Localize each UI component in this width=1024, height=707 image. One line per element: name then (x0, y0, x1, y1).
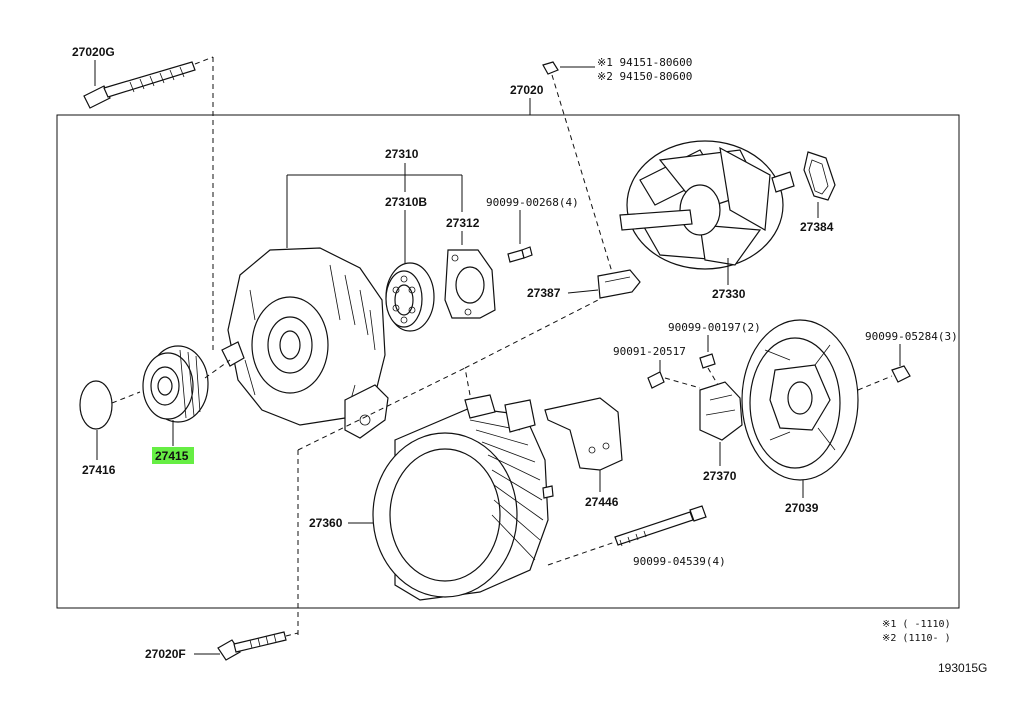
diagram-code: 193015G (938, 661, 987, 675)
part-label-27310[interactable]: 27310 (385, 147, 419, 161)
bolt-27020f-icon[interactable] (217, 631, 287, 661)
regulator-27370-icon[interactable] (699, 381, 743, 441)
rotor-27330-icon[interactable] (619, 140, 795, 270)
part-label-27370[interactable]: 27370 (703, 469, 737, 483)
seal-27384-icon[interactable] (803, 151, 836, 201)
part-label-27384[interactable]: 27384 (800, 220, 834, 234)
bearing-27310b-icon[interactable] (385, 262, 435, 332)
stator-27360-icon[interactable] (372, 394, 554, 601)
part-label-27387[interactable]: 27387 (527, 286, 561, 300)
part-label-27416[interactable]: 27416 (82, 463, 116, 477)
part-label-90091-20517[interactable]: 90091-20517 (613, 345, 686, 358)
part-label-94151[interactable]: ※1 94151-80600 (597, 56, 692, 69)
insulator-27387-icon[interactable] (597, 269, 641, 299)
nut-94151-icon[interactable] (542, 61, 559, 75)
part-label-90099-00197[interactable]: 90099-00197(2) (668, 321, 761, 334)
bolt-90091-20517-icon[interactable] (647, 371, 665, 389)
part-label-94150[interactable]: ※2 94150-80600 (597, 70, 692, 83)
assembly-frame (56, 114, 960, 609)
screw-90099-00268-icon[interactable] (507, 246, 533, 263)
drive-end-frame-icon[interactable] (221, 247, 389, 439)
part-label-27415[interactable]: 27415 (155, 449, 189, 463)
bolt-90099-04539-icon[interactable] (614, 505, 707, 547)
part-label-90099-05284[interactable]: 90099-05284(3) (865, 330, 958, 343)
part-label-27310b[interactable]: 27310B (385, 195, 427, 209)
cap-27416-icon[interactable] (79, 380, 113, 430)
note-2: ※2 (1110- ) (882, 633, 951, 644)
rear-cover-27039-icon[interactable] (741, 319, 859, 481)
part-label-90099-04539[interactable]: 90099-04539(4) (633, 555, 726, 568)
nut-90099-05284-icon[interactable] (891, 365, 911, 383)
part-label-27020[interactable]: 27020 (510, 83, 544, 97)
plate-27446-icon[interactable] (544, 397, 623, 471)
part-label-27020g[interactable]: 27020G (72, 45, 115, 59)
part-label-27020f[interactable]: 27020F (145, 647, 186, 661)
part-label-27312[interactable]: 27312 (446, 216, 480, 230)
part-label-27039[interactable]: 27039 (785, 501, 819, 515)
highlight-27415 (152, 447, 194, 464)
part-label-27446[interactable]: 27446 (585, 495, 619, 509)
screw-90099-00197-icon[interactable] (699, 353, 716, 369)
part-label-27360[interactable]: 27360 (309, 516, 343, 530)
pulley-27415-icon[interactable] (142, 345, 209, 423)
part-label-27330[interactable]: 27330 (712, 287, 746, 301)
part-label-90099-00268[interactable]: 90099-00268(4) (486, 196, 579, 209)
retainer-plate-27312-icon[interactable] (444, 249, 496, 319)
bolt-27020g-icon[interactable] (83, 61, 196, 109)
note-1: ※1 ( -1110) (882, 619, 951, 630)
